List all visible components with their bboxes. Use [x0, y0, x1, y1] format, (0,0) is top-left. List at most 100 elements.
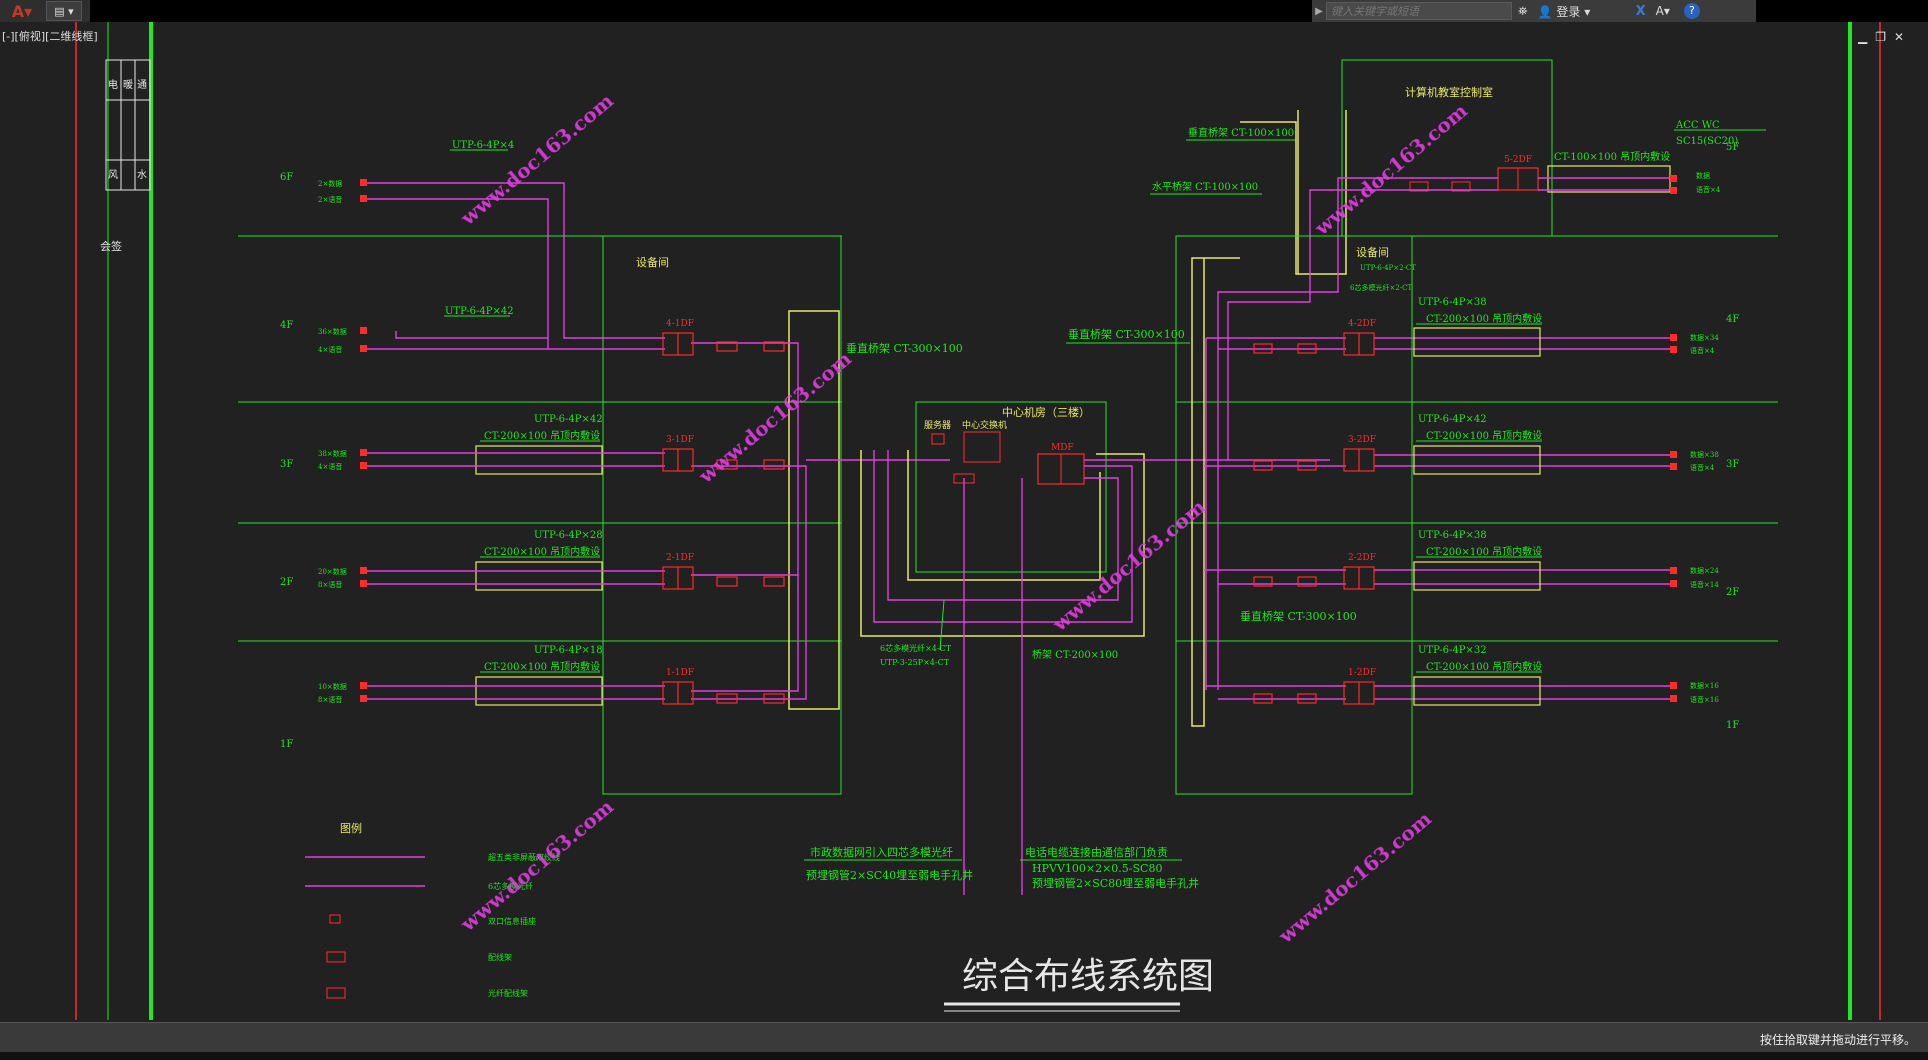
- right-horiz-tray: 水平桥架 CT-100×100: [1152, 181, 1258, 193]
- minimize-icon[interactable]: ▁: [1858, 30, 1868, 44]
- close-icon[interactable]: ✕: [1894, 30, 1905, 44]
- left-2f-outlet-b: 8×语音: [318, 580, 342, 589]
- left-6f-outlet-a: 2×数据: [318, 179, 342, 188]
- floor-label-3f: 3F: [280, 459, 293, 470]
- legend-item-4: 配线架: [488, 952, 512, 962]
- left-3f-tray: CT-200×100 吊顶内敷设: [484, 429, 600, 442]
- floor-label-2f: 2F: [280, 577, 293, 588]
- right-riser-top: 垂直桥架 CT-100×100: [1188, 126, 1294, 139]
- right-2f-outlet-a: 数据×24: [1690, 566, 1719, 575]
- right-idf5-label: 5-2DF: [1504, 155, 1532, 165]
- expand-arrow-icon[interactable]: ▶: [1315, 5, 1323, 17]
- restore-icon[interactable]: ❐: [1875, 30, 1886, 44]
- application-menu-button[interactable]: A▾: [11, 1, 33, 21]
- server-label: 服务器: [924, 419, 951, 431]
- left-outlets: [360, 179, 367, 702]
- left-4f-outlet-b: 4×语音: [318, 345, 342, 354]
- status-prompt: 按住拾取键并拖动进行平移。: [1759, 1033, 1916, 1047]
- left-idf2-label: 2-1DF: [666, 553, 694, 563]
- right-idf-cabinets[interactable]: [1253, 332, 1375, 705]
- drawing-title-block: 综合布线系统图: [944, 956, 1214, 1012]
- center-fiber-a: 6芯多模光纤×4-CT: [880, 643, 952, 653]
- title-block: 电 暖 通 风 水 会签: [100, 59, 151, 253]
- right-idf2-label: 2-2DF: [1348, 553, 1376, 563]
- floor-label-r5f: 5F: [1726, 142, 1739, 153]
- acc-pipe-label: SC15(SC20): [1676, 136, 1738, 147]
- right-3f-tray: CT-200×100 吊顶内敷设: [1426, 429, 1542, 442]
- left-idf3-label: 3-1DF: [666, 435, 694, 445]
- status-bar: 按住拾取键并拖动进行平移。: [0, 1022, 1928, 1053]
- left-idf4-label: 4-1DF: [666, 319, 694, 329]
- left-4f-outlet-a: 36×数据: [318, 327, 347, 336]
- a360-icon[interactable]: A▾: [1655, 4, 1670, 18]
- left-idf-cabinets[interactable]: [662, 332, 785, 705]
- tb-cell-4: 风: [108, 169, 118, 181]
- right-idf3-label: 3-2DF: [1348, 435, 1376, 445]
- right-5f-outlet-b: 语音×4: [1696, 185, 1721, 194]
- right-5f-tray: CT-100×100 吊顶内敷设: [1554, 150, 1670, 163]
- right-3f-cable: UTP-6-4P×42: [1418, 414, 1487, 425]
- right-1f-tray: CT-200×100 吊顶内敷设: [1426, 660, 1542, 673]
- legend-item-3: 双口信息插座: [488, 916, 536, 926]
- floor-label-r2f: 2F: [1726, 587, 1739, 598]
- right-riser2-label: 垂直桥架 CT-300×100: [1240, 609, 1357, 623]
- right-fiber-a: UTP-6-4P×2-CT: [1360, 264, 1416, 272]
- tb-cell-2: 暖: [123, 78, 133, 91]
- left-1f-outlet-a: 10×数据: [318, 682, 347, 691]
- drawing-canvas[interactable]: 电 暖 通 风 水 会签 6F 4F 3F 2F 1F 5F 4F: [0, 22, 1928, 1022]
- exchange-icon[interactable]: X: [1635, 3, 1646, 19]
- binoculars-search-icon[interactable]: ⛯: [1518, 3, 1528, 18]
- center-room-label: 中心机房（三楼）: [1002, 405, 1090, 419]
- right-2f-outlet-b: 语音×14: [1690, 580, 1719, 589]
- sign-in-label: 登录: [1556, 4, 1581, 19]
- search-input[interactable]: [1326, 2, 1512, 20]
- right-cables: [1204, 177, 1672, 700]
- right-control-room[interactable]: 计算机教室控制室 5-2DF: [1341, 59, 1671, 237]
- help-button[interactable]: ?: [1683, 3, 1700, 19]
- left-2f-outlet-a: 20×数据: [318, 567, 347, 576]
- left-equipment-room[interactable]: 设备间 垂直桥架 CT-300×100: [602, 235, 963, 795]
- right-cable-trays: [1413, 327, 1541, 706]
- center-machine-room[interactable]: 中心机房（三楼） 服务器 中心交换机 MDF: [915, 401, 1107, 573]
- floor-label-r1f: 1F: [1726, 720, 1739, 731]
- left-1f-outlet-b: 8×语音: [318, 695, 342, 704]
- infocenter-bar: ▶ ⛯ 👤 登录 ▾ X A▾ ?: [1312, 0, 1756, 22]
- mdf-label: MDF: [1051, 443, 1074, 453]
- tb-cell-3: 通: [137, 79, 147, 91]
- right-4f-outlet-a: 数据×34: [1690, 333, 1719, 342]
- title-bar: A▾ ▤ ▾ ▶ ⛯ 👤 登录 ▾ X A▾ ?: [0, 0, 1928, 22]
- note-data-2: 预埋钢管2×SC40埋至弱电手孔井: [806, 868, 973, 882]
- legend-item-1: 超五类非屏蔽双绞线: [488, 852, 560, 862]
- viewport-controls-label[interactable]: [-][俯视][二维线框]: [2, 30, 98, 43]
- center-tray-label: 桥架 CT-200×100: [1032, 649, 1118, 661]
- legend-title: 图例: [340, 821, 362, 835]
- control-room-label: 计算机教室控制室: [1405, 85, 1493, 99]
- left-4f-cable: UTP-6-4P×42: [445, 306, 514, 317]
- sign-in-button[interactable]: 👤 登录 ▾: [1537, 4, 1591, 19]
- floor-label-6f: 6F: [280, 172, 293, 183]
- right-riser-label: 垂直桥架 CT-300×100: [1068, 327, 1185, 341]
- floor-label-r4f: 4F: [1726, 314, 1739, 325]
- left-2f-cable: UTP-6-4P×28: [534, 530, 603, 541]
- acc-label: ACC WC: [1675, 120, 1720, 131]
- workspace-dropdown[interactable]: ▤ ▾: [46, 1, 82, 21]
- right-1f-outlet-b: 语音×16: [1690, 695, 1719, 704]
- left-3f-outlet-a: 38×数据: [318, 449, 347, 458]
- tb-side-label: 会签: [100, 239, 122, 253]
- drawing-frame: [75, 22, 1881, 1020]
- left-room-label: 设备间: [636, 255, 669, 269]
- right-equipment-room[interactable]: 设备间 UTP-6-4P×2-CT 6芯多模光纤×2-CT 垂直桥架 CT-30…: [1066, 235, 1416, 795]
- center-trays: [860, 450, 1330, 895]
- note-phone-1: 电话电缆连接由通信部门负责: [1025, 845, 1168, 859]
- left-3f-cable: UTP-6-4P×42: [534, 414, 603, 425]
- note-phone-2: HPVV100×2×0.5-SC80: [1032, 862, 1162, 875]
- right-1f-cable: UTP-6-4P×32: [1418, 645, 1487, 656]
- right-2f-cable: UTP-6-4P×38: [1418, 530, 1487, 541]
- left-6f-outlet-b: 2×语音: [318, 195, 342, 204]
- left-3f-outlet-b: 4×语音: [318, 462, 342, 471]
- tb-cell-1: 电: [108, 78, 118, 91]
- legend-item-5: 光纤配线架: [488, 988, 528, 998]
- right-4f-outlet-b: 语音×4: [1690, 346, 1715, 355]
- right-idf4-label: 4-2DF: [1348, 319, 1376, 329]
